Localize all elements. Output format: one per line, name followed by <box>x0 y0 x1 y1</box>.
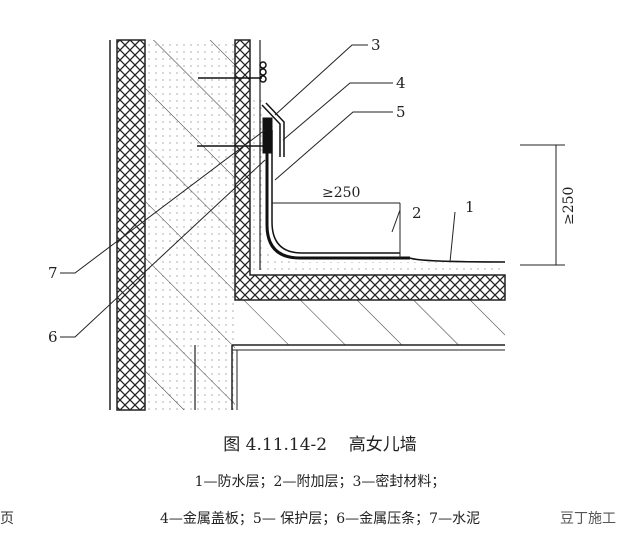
figure-title: 图 4.11.14-2 高女儿墙 <box>223 435 417 455</box>
label-2: 2 <box>412 204 422 222</box>
label-1: 1 <box>465 198 475 216</box>
legend-line-1: 1—防水层；2—附加层；3—密封材料； <box>194 474 446 490</box>
label-6: 6 <box>48 328 58 346</box>
leader-lines <box>60 44 565 338</box>
dimension-horizontal: ≥250 <box>322 185 360 201</box>
edge-character: 页 <box>0 511 14 527</box>
label-5: 5 <box>396 103 406 121</box>
watermark: 豆丁施工 <box>560 511 616 527</box>
outer-insulation <box>109 39 146 411</box>
waterproof-membrane <box>262 117 506 263</box>
label-7: 7 <box>48 264 58 282</box>
parapet-wall <box>145 40 235 410</box>
label-4: 4 <box>396 74 406 92</box>
label-3: 3 <box>371 36 381 54</box>
metal-flashing <box>197 61 285 157</box>
dimension-vertical: ≥250 <box>561 187 577 225</box>
legend-line-2: 4—金属盖板；5— 保护层；6—金属压条；7—水泥 <box>160 511 481 527</box>
slab <box>231 300 505 410</box>
